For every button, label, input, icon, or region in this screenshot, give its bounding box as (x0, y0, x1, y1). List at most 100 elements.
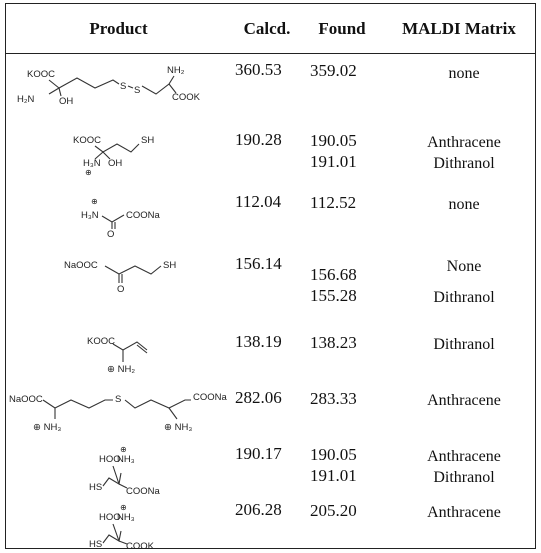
svg-text:NaOOC: NaOOC (9, 394, 43, 405)
maldi-matrix: none (392, 194, 536, 215)
svg-text:NH₂: NH₂ (167, 65, 185, 76)
svg-text:S: S (120, 81, 126, 92)
matrix-value: Anthracene (427, 448, 501, 465)
found-value: 191.01 (310, 152, 357, 171)
svg-text:OH: OH (59, 96, 73, 107)
found-value: 191.01 (310, 466, 357, 485)
table-row: KOOC H₂N OH S S NH₂ COOK 360.53 359.02 n… (6, 60, 535, 130)
svg-text:⊕ NH₃: ⊕ NH₃ (164, 422, 192, 433)
svg-text:NH₃: NH₃ (117, 454, 135, 465)
matrix-value: Dithranol (433, 155, 495, 172)
found-value: 359.02 (310, 61, 357, 80)
found-values: 359.02 (310, 60, 357, 81)
matrix-value: none (448, 196, 480, 213)
chemical-structure: ⊕ HOO NH₃ HS COOK (9, 500, 231, 552)
calcd-value: 190.28 (235, 130, 282, 149)
maldi-matrix: None Dithranol (392, 256, 536, 308)
table-row: ⊕ HOO NH₃ HS COONa 190.17 190.05 191.01 … (6, 444, 535, 500)
found-value: 205.20 (310, 501, 357, 520)
found-values: 138.23 (310, 332, 357, 353)
svg-text:H₃N: H₃N (83, 158, 101, 169)
chemical-structure: KOOC ⊕ NH₂ (9, 332, 231, 386)
svg-text:KOOC: KOOC (73, 135, 101, 146)
found-values: 156.68 155.28 (310, 264, 357, 306)
svg-text:SH: SH (141, 135, 154, 146)
svg-text:OH: OH (108, 158, 122, 169)
svg-text:HS: HS (89, 482, 102, 493)
table-row: ⊕ H₃N COONa O 112.04 112.52 none (6, 192, 535, 254)
svg-text:O: O (107, 229, 114, 240)
calcd-value: 190.17 (235, 444, 282, 463)
table-row: KOOC SH H₃N ⊕ OH 190.28 190.05 191.01 An… (6, 130, 535, 192)
svg-text:H₃N: H₃N (81, 210, 99, 221)
chemical-structure: NaOOC S COONa ⊕ NH₃ ⊕ NH₃ (9, 388, 231, 442)
svg-text:SH: SH (163, 260, 176, 271)
matrix-value: Dithranol (433, 469, 495, 486)
found-value: 190.05 (310, 131, 357, 150)
chemical-structure: ⊕ HOO NH₃ HS COONa (9, 444, 231, 498)
svg-text:KOOC: KOOC (87, 336, 115, 347)
svg-text:H₂N: H₂N (17, 94, 35, 105)
matrix-value: None (446, 258, 482, 275)
calcd-value: 112.04 (235, 192, 282, 211)
chemical-structure: KOOC SH H₃N ⊕ OH (9, 130, 231, 184)
found-value: 283.33 (310, 389, 357, 408)
table-row: KOOC ⊕ NH₂ 138.19 138.23 Dithranol (6, 332, 535, 388)
found-values: 190.05 191.01 (310, 130, 357, 172)
maldi-matrix: Anthracene Dithranol (392, 132, 536, 174)
svg-text:COOK: COOK (126, 541, 155, 552)
found-value: 190.05 (310, 445, 357, 464)
table-row: ⊕ HOO NH₃ HS COOK 206.28 205.20 Anthrace… (6, 500, 536, 552)
calcd-value: 360.53 (235, 60, 282, 79)
svg-text:⊕: ⊕ (120, 503, 127, 512)
chemical-structure: KOOC H₂N OH S S NH₂ COOK (9, 60, 231, 110)
found-value: 138.23 (310, 333, 357, 352)
svg-text:HOO: HOO (99, 512, 121, 523)
svg-text:S: S (134, 85, 140, 96)
products-table: Product Calcd. Found MALDI Matrix KOOC H… (5, 3, 536, 552)
found-values: 205.20 (310, 500, 357, 521)
svg-text:COONa: COONa (126, 486, 161, 497)
svg-text:COOK: COOK (172, 92, 201, 103)
header-calcd: Calcd. (243, 19, 291, 38)
table-header: Product Calcd. Found MALDI Matrix (6, 4, 535, 54)
svg-text:NH₃: NH₃ (117, 512, 135, 523)
found-values: 112.52 (310, 192, 356, 213)
header-product: Product (89, 19, 148, 38)
found-value: 156.68 (310, 265, 357, 284)
svg-text:⊕ NH₃: ⊕ NH₃ (33, 422, 61, 433)
maldi-matrix: Anthracene (392, 502, 536, 523)
calcd-value: 206.28 (235, 500, 282, 519)
matrix-value: Anthracene (427, 504, 501, 521)
found-values: 190.05 191.01 (310, 444, 357, 486)
table-row: NaOOC SH O 156.14 156.68 155.28 None Dit… (6, 254, 535, 332)
maldi-matrix: Anthracene Dithranol (392, 446, 536, 488)
matrix-value: Anthracene (427, 392, 501, 409)
chemical-structure: ⊕ H₃N COONa O (9, 192, 231, 246)
maldi-matrix: Anthracene (392, 390, 536, 411)
matrix-value: Dithranol (433, 289, 495, 306)
svg-text:COONa: COONa (126, 210, 161, 221)
matrix-value: Anthracene (427, 134, 501, 151)
calcd-value: 282.06 (235, 388, 282, 407)
header-maldi-matrix: MALDI Matrix (402, 19, 516, 38)
svg-text:⊕: ⊕ (91, 197, 98, 206)
maldi-matrix: Dithranol (392, 334, 536, 355)
maldi-matrix: none (392, 63, 536, 84)
svg-text:⊕ NH₂: ⊕ NH₂ (107, 364, 135, 375)
svg-text:S: S (115, 394, 121, 405)
svg-text:NaOOC: NaOOC (64, 260, 98, 271)
found-value: 155.28 (310, 286, 357, 305)
svg-text:COONa: COONa (193, 392, 228, 403)
header-found: Found (318, 19, 366, 38)
matrix-value: none (448, 65, 480, 82)
found-value: 112.52 (310, 193, 357, 212)
svg-text:⊕: ⊕ (120, 445, 127, 454)
matrix-value: Dithranol (433, 336, 495, 353)
svg-text:O: O (117, 284, 124, 295)
svg-text:⊕: ⊕ (85, 168, 92, 177)
found-values: 283.33 (310, 388, 357, 409)
svg-text:KOOC: KOOC (27, 69, 55, 80)
chemical-structure: NaOOC SH O (9, 254, 231, 308)
calcd-value: 156.14 (235, 254, 282, 273)
